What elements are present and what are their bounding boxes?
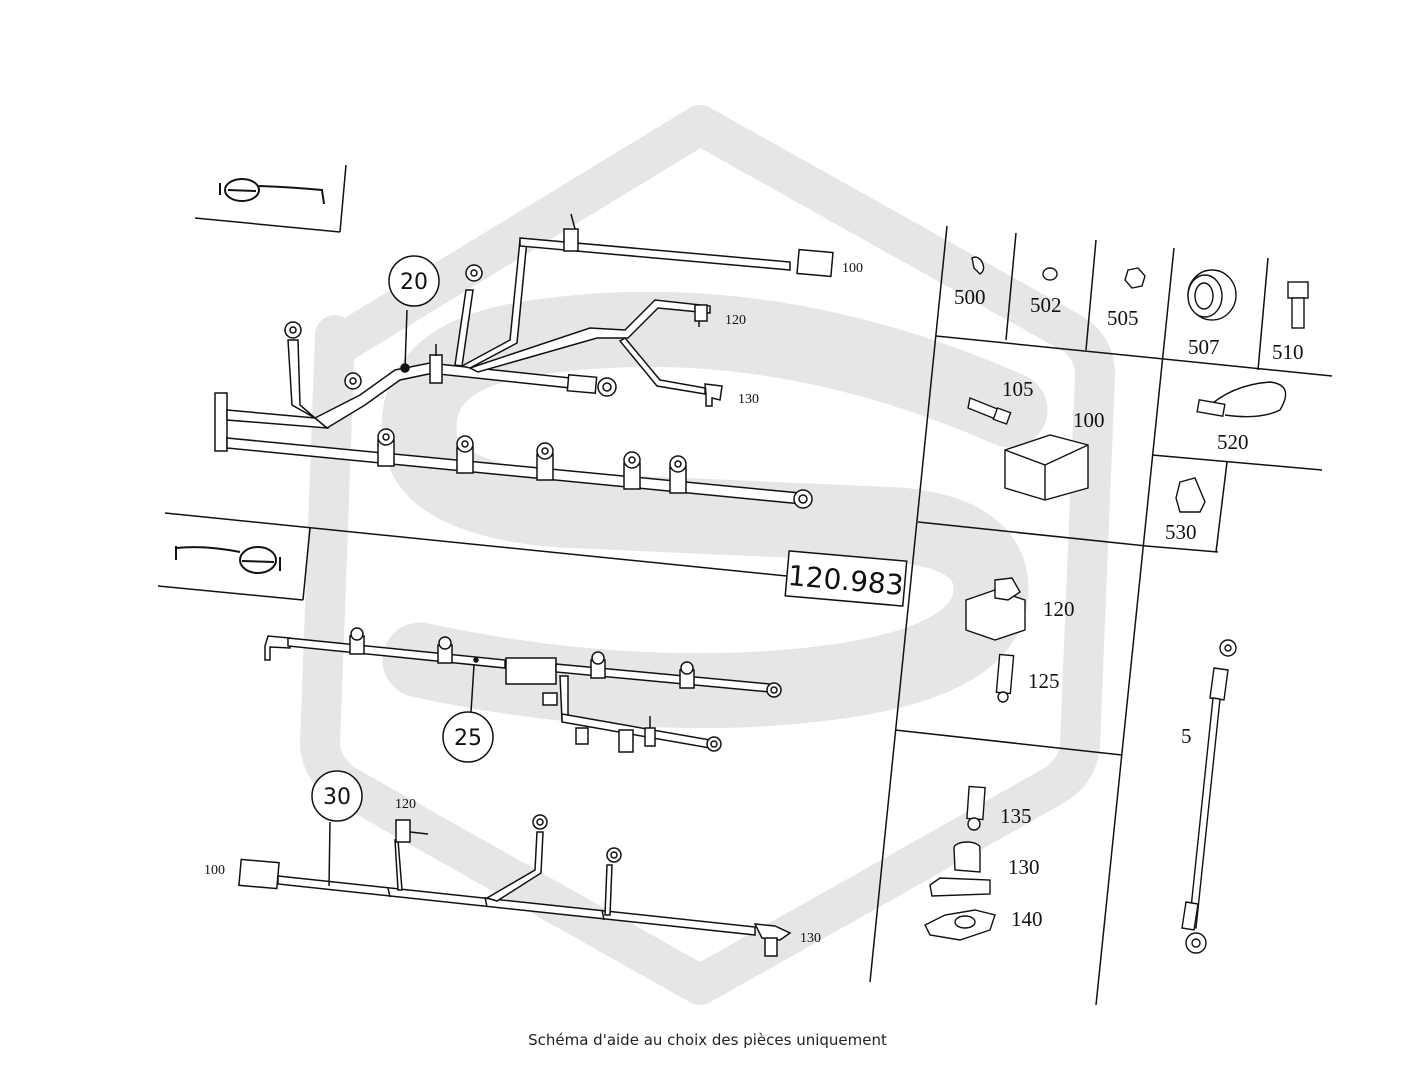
- part-100: 100: [1073, 408, 1105, 432]
- parts-table-grid: [157, 164, 1333, 1006]
- h20-label-100: 100: [842, 261, 863, 276]
- cable-5-icon: [1181, 639, 1237, 954]
- part-520: 520: [1217, 430, 1249, 454]
- h30-label-130: 130: [800, 931, 821, 946]
- part-140: 140: [1011, 907, 1043, 931]
- callout-30-label: 30: [323, 785, 351, 810]
- callout-20-label: 20: [400, 270, 428, 295]
- callout-30: 30: [311, 770, 363, 822]
- clip-530-icon: [1175, 477, 1206, 513]
- grommet-507-icon: [1187, 269, 1237, 321]
- h30-label-100: 100: [204, 863, 225, 878]
- part-505: 505: [1107, 306, 1139, 330]
- part-500: 500: [954, 285, 986, 309]
- part-135: 135: [1000, 804, 1032, 828]
- part-5: 5: [1181, 724, 1192, 748]
- part-drawings: [924, 256, 1309, 954]
- group-label: 120.983: [784, 550, 908, 607]
- washer-502-icon: [1042, 267, 1058, 281]
- bolt-510-icon: [1287, 281, 1309, 329]
- part-120: 120: [1043, 597, 1075, 621]
- wiring-harness-25: [264, 627, 782, 753]
- part-125: 125: [1028, 669, 1060, 693]
- wiring-harness-20: [214, 213, 834, 509]
- part-502: 502: [1030, 293, 1062, 317]
- diagram-caption: Schéma d'aide au choix des pièces unique…: [528, 1031, 887, 1049]
- connector-120-icon: [965, 577, 1026, 641]
- part-530: 530: [1165, 520, 1197, 544]
- clip: [349, 627, 695, 689]
- connector-130-icon: [929, 841, 991, 897]
- connector-135-icon: [966, 785, 986, 831]
- clip: [377, 428, 687, 494]
- part-130: 130: [1008, 855, 1040, 879]
- harness-symbol-icon: [219, 178, 325, 205]
- callout-25-label: 25: [454, 726, 482, 751]
- connector-140-icon: [924, 909, 996, 941]
- parts-table-labels: 500 502 505 507 510 520 105 100 530 120 …: [954, 285, 1304, 931]
- strap-520-icon: [1196, 381, 1287, 418]
- part-105: 105: [1002, 377, 1034, 401]
- callout-25: 25: [442, 711, 494, 763]
- h20-label-120: 120: [725, 313, 746, 328]
- washer-500-icon: [971, 256, 985, 275]
- connector-125-icon: [995, 653, 1015, 703]
- part-507: 507: [1188, 335, 1220, 359]
- harness-labels: 100 120 130 100 120 130: [204, 261, 863, 946]
- h30-label-120: 120: [395, 797, 416, 812]
- nut-505-icon: [1124, 267, 1146, 289]
- callout-20: 20: [388, 255, 440, 307]
- h20-label-130: 130: [738, 392, 759, 407]
- wiring-harness-30: [238, 814, 792, 957]
- connector-100-icon: [1004, 434, 1089, 501]
- harness-symbol-icon: [175, 546, 281, 574]
- terminal-105-icon: [967, 397, 1012, 425]
- part-510: 510: [1272, 340, 1304, 364]
